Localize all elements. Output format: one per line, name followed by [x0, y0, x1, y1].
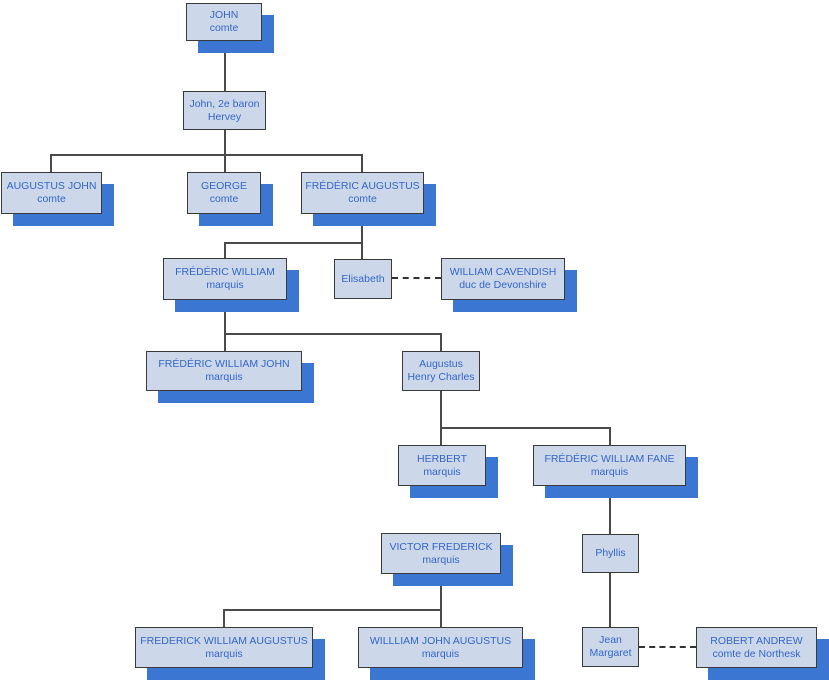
connector-drop-frederic-william-john [224, 335, 226, 351]
connector-gen4-bus [224, 242, 363, 244]
connector-drop-george [224, 156, 226, 172]
person-title: comte [37, 193, 66, 205]
person-name: GEORGE [200, 180, 248, 192]
node-herbert[interactable]: HERBERT marquis [398, 445, 486, 486]
person-name: HERBERT [417, 452, 467, 465]
connector-drop-elisabeth [361, 244, 363, 259]
connector-phyllis-to-jean-margaret [609, 573, 611, 627]
connector-john2e-down [224, 130, 226, 156]
connector-drop-augustus-john [50, 156, 52, 172]
marriage-dashed-elisabeth-cavendish [392, 277, 441, 279]
person-name: WILLLIAM JOHN AUGUSTUS [369, 634, 512, 647]
person-title: marquis [421, 647, 460, 660]
connector-drop-frederic-augustus [361, 156, 363, 172]
person-name: Elisabeth [341, 272, 385, 285]
node-willliam-john-augustus[interactable]: WILLLIAM JOHN AUGUSTUS marquis [358, 627, 523, 668]
person-name: VICTOR FREDERICK [389, 540, 493, 553]
node-frederic-william[interactable]: FRÉDÉRIC WILLIAM marquis [163, 258, 287, 300]
connector-fane-to-phyllis [609, 486, 611, 534]
person-title: marquis [206, 279, 244, 291]
connector-drop-frederic-william [224, 244, 226, 258]
person-title: comte de Northesk [712, 647, 801, 660]
person-name: FRÉDÉRIC AUGUSTUS [305, 180, 420, 192]
connector-augustus-henry-charles-down [440, 391, 442, 427]
node-victor-frederick[interactable]: VICTOR FREDERICK marquis [381, 533, 501, 574]
connector-gen3-bus [50, 154, 363, 156]
connector-gen8-bus [223, 609, 442, 611]
node-jean-margaret[interactable]: Jean Margaret [582, 627, 639, 667]
node-phyllis[interactable]: Phyllis [582, 534, 639, 573]
node-robert-andrew[interactable]: ROBERT ANDREW comte de Northesk [696, 627, 817, 668]
connector-frederic-augustus-down [361, 214, 363, 242]
person-name: Augustus [419, 358, 463, 370]
connector-gen5-bus [224, 333, 442, 335]
person-title: Hervey [207, 110, 242, 123]
person-title: marquis [205, 647, 243, 660]
node-frederick-william-augustus[interactable]: FREDERICK WILLIAM AUGUSTUS marquis [135, 627, 313, 668]
person-title: Margaret [589, 647, 632, 659]
person-name: John, 2e baron [189, 97, 260, 110]
person-name: FREDERICK WILLIAM AUGUSTUS [140, 634, 308, 647]
node-augustus-john[interactable]: AUGUSTUS JOHN comte [1, 172, 102, 214]
person-title: comte [348, 193, 377, 205]
person-title: marquis [422, 553, 460, 566]
node-frederic-william-fane[interactable]: FRÉDÉRIC WILLIAM FANE marquis [533, 445, 686, 486]
node-frederic-augustus[interactable]: FRÉDÉRIC AUGUSTUS comte [301, 172, 424, 214]
person-name: JOHN [209, 9, 239, 21]
connector-frederic-william-down [224, 300, 226, 333]
node-william-cavendish[interactable]: WILLIAM CAVENDISH duc de Devonshire [441, 258, 565, 300]
node-elisabeth[interactable]: Elisabeth [334, 259, 392, 299]
connector-john-to-john2e [224, 41, 226, 91]
person-name: AUGUSTUS JOHN [6, 180, 97, 192]
person-name: FRÉDÉRIC WILLIAM [175, 266, 275, 278]
person-title: Henry Charles [407, 371, 475, 383]
person-title: comte [209, 22, 239, 34]
node-george[interactable]: GEORGE comte [187, 172, 261, 214]
connector-drop-willliam-john-augustus [440, 611, 442, 627]
person-name: ROBERT ANDREW [710, 634, 803, 647]
person-name: Phyllis [595, 547, 626, 559]
node-john-2e-baron-hervey[interactable]: John, 2e baron Hervey [183, 91, 266, 130]
connector-gen6-bus [440, 427, 611, 429]
node-frederic-william-john[interactable]: FRÉDÉRIC WILLIAM JOHN marquis [146, 351, 302, 391]
person-title: duc de Devonshire [459, 279, 547, 291]
person-title: marquis [423, 465, 461, 478]
person-title: comte [209, 193, 239, 205]
person-title: marquis [205, 371, 243, 383]
person-name: WILLIAM CAVENDISH [449, 266, 557, 278]
connector-drop-frederic-william-fane [609, 429, 611, 445]
node-john[interactable]: JOHN comte [186, 3, 262, 41]
connector-victor-frederick-down [440, 574, 442, 609]
node-augustus-henry-charles[interactable]: Augustus Henry Charles [402, 351, 480, 391]
person-name: FRÉDÉRIC WILLIAM JOHN [158, 358, 290, 370]
marriage-dashed-jean-robert [639, 646, 696, 648]
person-title: marquis [590, 465, 629, 478]
connector-drop-herbert [440, 429, 442, 445]
connector-drop-frederick-william-augustus [223, 611, 225, 627]
person-name: Jean [599, 634, 622, 646]
connector-drop-augustus-henry-charles [440, 335, 442, 351]
person-name: FRÉDÉRIC WILLIAM FANE [544, 452, 675, 465]
